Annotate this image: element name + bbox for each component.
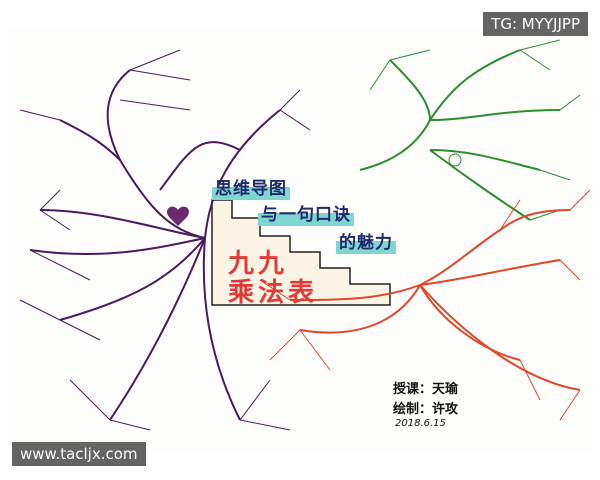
red-branches <box>289 209 581 391</box>
main-title-line-2: 乘法表 <box>228 278 319 308</box>
staircase <box>211 199 391 306</box>
red-twigs <box>259 189 591 421</box>
artist-credit: 绘制：许攻 <box>393 402 459 417</box>
sun-doodle <box>448 153 462 167</box>
green-branches <box>359 49 561 221</box>
title-line-3: 的魅力 <box>336 232 396 254</box>
watermark-top-right: TG: MYYJJPP <box>483 12 588 36</box>
purple-twigs <box>19 49 311 431</box>
watermark-bottom-left: www.tacljx.com <box>12 442 146 466</box>
mind-map-paper <box>8 30 592 450</box>
green-twigs <box>369 39 581 221</box>
title-line-2: 与一句口诀 <box>258 204 354 226</box>
date-label: 2018.6.15 <box>395 418 446 429</box>
title-line-1: 思维导图 <box>212 178 290 200</box>
main-title-line-1: 九九 <box>228 249 289 279</box>
teacher-credit: 授课：天瑜 <box>393 382 459 397</box>
heart-doodle <box>167 206 189 226</box>
purple-branches <box>29 69 281 421</box>
